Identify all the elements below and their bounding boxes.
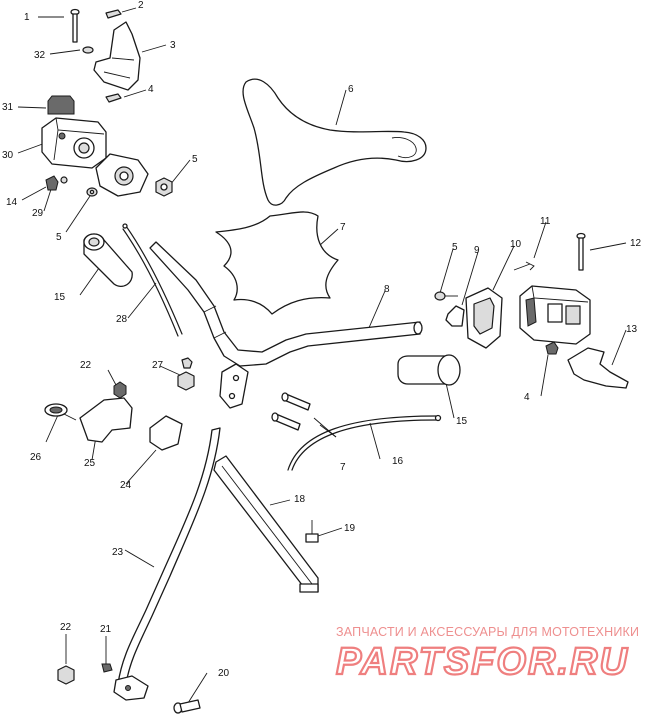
label-part-24: 24 [120,480,132,491]
washer-32-icon [82,46,94,54]
label-part-5-right: 5 [452,242,458,253]
bolt-17b-icon [271,412,301,431]
throttle-housing-30-icon [41,117,107,169]
steering-bar-23-icon [113,427,221,701]
clamp-block-24-icon [149,415,183,451]
cable-28-icon [125,225,183,335]
bolt-12-icon [576,232,586,271]
label-part-7-bottom: 7 [340,462,346,473]
washer-21-icon [101,663,113,673]
switch-housing-icon [519,285,591,345]
clip-4a-icon [105,93,122,103]
lever-cover-3-icon [93,21,141,91]
label-part-25: 25 [84,458,96,469]
grip-15b-icon [397,354,461,386]
label-part-20: 20 [218,668,230,679]
label-part-12: 12 [630,238,642,249]
label-part-26: 26 [30,452,42,463]
label-part-15-right: 15 [456,416,468,427]
throttle-lever-plate-icon [95,153,149,197]
nut-5c-icon [434,291,458,301]
label-part-11: 11 [540,216,551,227]
nut-27-icon [177,357,195,391]
button-31-icon [47,95,75,115]
watermark: ЗАПЧАСТИ И АКСЕССУАРЫ ДЛЯ МОТОТЕХНИКИ PA… [335,625,639,684]
label-part-7-top: 7 [340,222,346,233]
part-shapes [41,8,629,714]
label-part-23: 23 [112,547,124,558]
cap-9-icon [445,305,465,327]
nut-5b-icon [86,187,98,197]
watermark-logo: PARTSFOR.RU [336,641,629,683]
label-part-19: 19 [344,523,356,534]
bracket-25-icon [79,397,133,443]
label-part-6: 6 [348,84,354,95]
label-part-28: 28 [116,314,128,325]
label-part-5-left: 5 [56,232,62,243]
brace-18-icon [213,455,319,593]
label-part-21: 21 [100,624,112,635]
label-part-5-top: 5 [192,154,198,165]
clip-2-icon [105,9,122,19]
handlebar-8-icon [149,241,423,409]
label-part-13: 13 [626,324,638,335]
bolt-17a-icon [281,392,311,411]
label-part-32: 32 [34,50,46,61]
label-part-2: 2 [138,0,144,11]
label-part-4-right: 4 [524,392,530,403]
label-part-10: 10 [510,239,522,250]
label-part-15-left: 15 [54,292,66,303]
screw-4b-icon [545,341,559,355]
label-part-29: 29 [32,208,44,219]
label-part-16: 16 [392,456,404,467]
bolt-20-icon [173,699,201,714]
bolt-19-icon [305,520,319,543]
label-part-1: 1 [24,12,30,23]
label-part-9: 9 [474,245,480,256]
label-part-22-bottom: 22 [60,622,72,633]
washer-29-icon [60,176,68,184]
throttle-lever-13-icon [567,347,629,389]
screw-14-icon [45,175,59,191]
nut-22a-icon [113,381,127,399]
grip-15a-icon [83,233,133,287]
label-part-3: 3 [170,40,176,51]
label-part-27: 27 [152,360,164,371]
nut-5a-icon [155,177,173,197]
nut-22b-icon [57,665,75,685]
label-part-30: 30 [2,150,14,161]
bolt-1-icon [70,8,80,43]
label-part-4: 4 [148,84,154,95]
label-part-22-top: 22 [80,360,92,371]
watermark-tagline: ЗАПЧАСТИ И АКСЕССУАРЫ ДЛЯ МОТОТЕХНИКИ [336,625,639,639]
label-part-31: 31 [2,102,14,113]
part-number-labels: 1 2 3 32 4 31 30 5 14 29 5 6 7 8 5 9 10 … [2,0,642,679]
label-part-14: 14 [6,197,18,208]
label-part-18: 18 [294,494,306,505]
label-part-8: 8 [384,284,390,295]
handlebar-pad-6-icon [242,78,427,206]
cable-16-icon [287,415,437,471]
pin-11-icon [513,261,535,271]
clamp-26-icon [44,403,77,421]
pad-cover-7-icon [215,211,339,315]
leader-lines [17,7,627,704]
switch-plate-10-icon [465,287,503,349]
